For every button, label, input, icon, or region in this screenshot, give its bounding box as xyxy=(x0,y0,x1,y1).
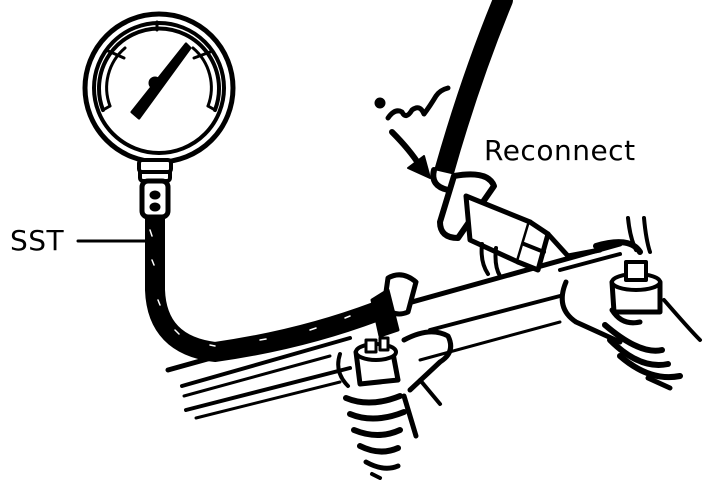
injector-right xyxy=(559,216,702,391)
injector-left xyxy=(336,272,454,480)
reconnect-label: Reconnect xyxy=(484,134,636,167)
reconnect-arrow xyxy=(374,85,451,179)
gauge-hose xyxy=(138,161,385,362)
pressure-regulator xyxy=(437,171,603,278)
pressure-gauge xyxy=(82,11,236,174)
sst-label: SST xyxy=(10,224,65,257)
